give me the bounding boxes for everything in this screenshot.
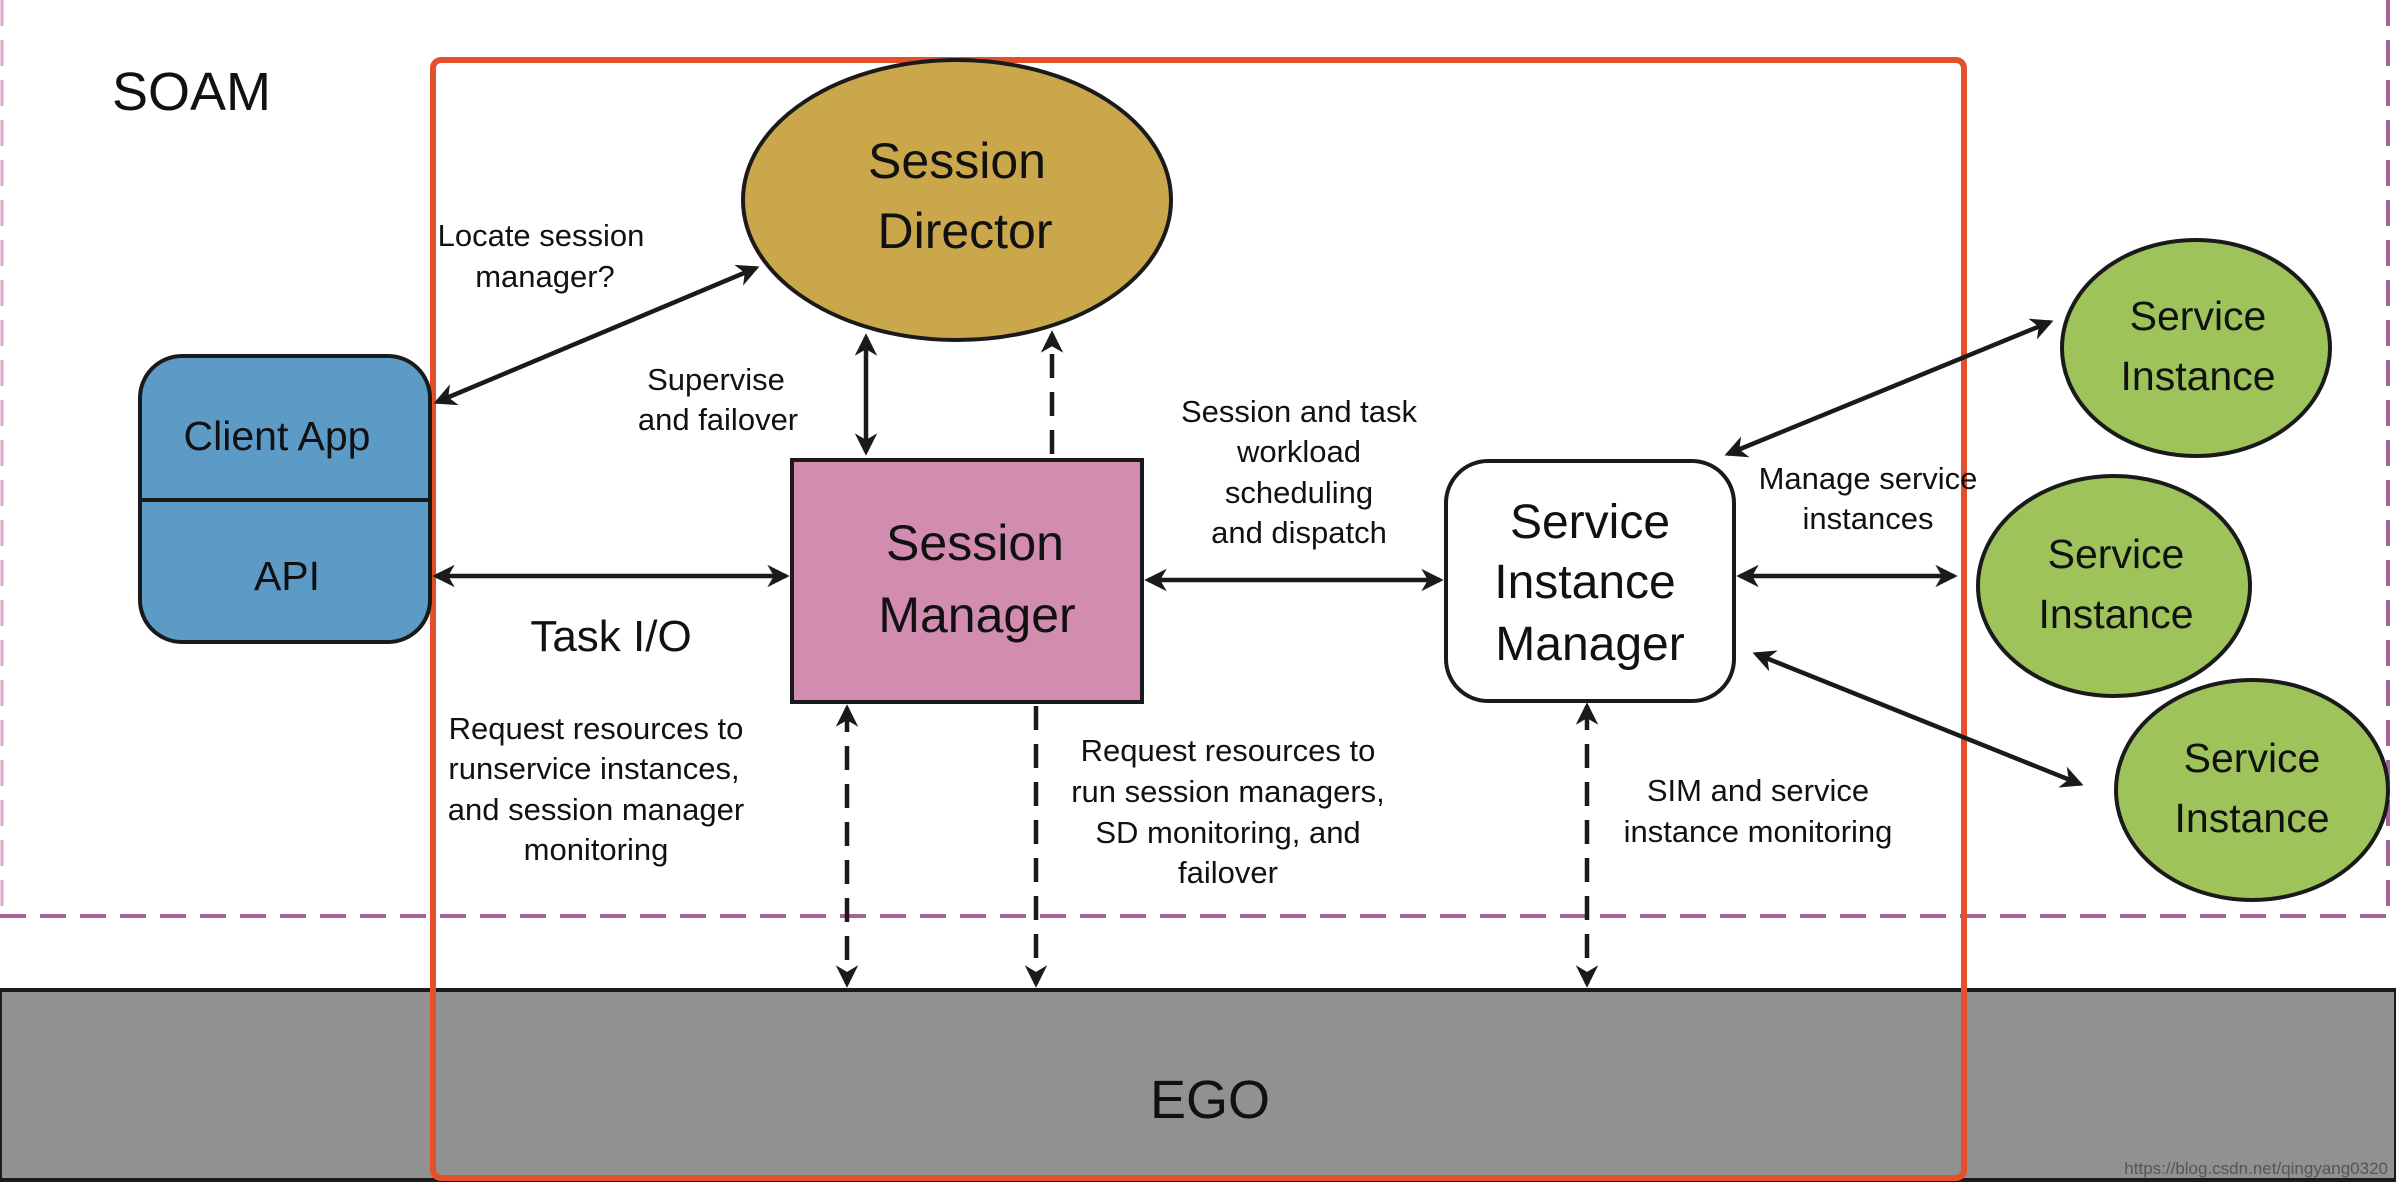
svg-text:Request resources to: Request resources to — [449, 711, 744, 746]
svg-text:Manage service: Manage service — [1759, 461, 1978, 496]
annotation-sim-monitoring: SIM and service instance monitoring — [1624, 773, 1893, 849]
annotation-request-sm: Request resources to run session manager… — [1071, 733, 1385, 890]
service-instance-2-line1: Service — [2048, 531, 2185, 577]
session-manager-line1: Session — [886, 515, 1064, 571]
annotation-task-io: Task I/O — [530, 612, 691, 661]
service-instance-1-line2: Instance — [2121, 353, 2276, 399]
annotation-supervise: Supervise and failover — [638, 362, 798, 437]
session-director-line1: Session — [868, 133, 1046, 189]
svg-text:workload: workload — [1236, 434, 1361, 469]
svg-text:and failover: and failover — [638, 402, 798, 437]
svg-text:runservice instances,: runservice instances, — [448, 751, 739, 786]
api-label: API — [254, 553, 320, 599]
svg-text:and session manager: and session manager — [448, 792, 744, 827]
svg-text:run session managers,: run session managers, — [1071, 774, 1385, 809]
service-instance-3-line1: Service — [2184, 735, 2321, 781]
session-manager-line2: Manager — [878, 587, 1075, 643]
svg-text:and dispatch: and dispatch — [1211, 515, 1387, 550]
svg-text:SD monitoring, and: SD monitoring, and — [1095, 815, 1360, 850]
annotation-scheduling: Session and task workload scheduling and… — [1181, 394, 1418, 550]
arrow-client-director — [433, 264, 760, 406]
svg-text:instance monitoring: instance monitoring — [1624, 814, 1893, 849]
sim-line1: Service — [1510, 496, 1670, 549]
highlight-border — [430, 57, 1967, 1181]
service-instance-2: Service Instance — [1976, 474, 2252, 698]
arrow-sim-instance-1 — [1724, 318, 2054, 458]
annotation-manage: Manage service instances — [1759, 461, 1978, 536]
client-app-label: Client App — [184, 413, 371, 459]
arrow-sim-instance-3 — [1752, 650, 2084, 788]
sim-line2: Instance — [1494, 556, 1675, 609]
service-instance-manager: Service Instance Manager — [1444, 459, 1736, 703]
svg-text:SIM and service: SIM and service — [1647, 773, 1869, 808]
service-instance-1-line1: Service — [2130, 293, 2267, 339]
svg-text:Request resources to: Request resources to — [1081, 733, 1376, 768]
service-instance-1: Service Instance — [2060, 238, 2332, 458]
service-instance-3: Service Instance — [2114, 678, 2390, 902]
client-app-block: Client App API — [138, 354, 432, 644]
svg-text:manager?: manager? — [475, 259, 615, 294]
service-instance-2-line2: Instance — [2039, 591, 2194, 637]
session-manager: Session Manager — [790, 458, 1144, 704]
annotation-locate: Locate session manager? — [438, 218, 645, 294]
ego-bar: EGO — [0, 988, 2396, 1182]
svg-text:monitoring: monitoring — [524, 832, 669, 867]
soam-region: SOAM — [0, 0, 2396, 918]
svg-text:scheduling: scheduling — [1225, 475, 1373, 510]
svg-text:Session and task: Session and task — [1181, 394, 1418, 429]
connectors — [432, 264, 2084, 988]
sim-line3: Manager — [1495, 618, 1684, 671]
svg-text:Supervise: Supervise — [647, 362, 785, 397]
svg-text:failover: failover — [1178, 855, 1278, 890]
svg-text:instances: instances — [1803, 501, 1934, 536]
annotation-request-sim: Request resources to runservice instance… — [448, 711, 744, 867]
session-director: Session Director — [741, 58, 1173, 342]
service-instance-3-line2: Instance — [2175, 795, 2330, 841]
svg-text:Locate session: Locate session — [438, 218, 645, 253]
soam-label: SOAM — [112, 62, 271, 122]
watermark: https://blog.csdn.net/qingyang0320 — [2124, 1159, 2388, 1178]
session-director-line2: Director — [877, 203, 1052, 259]
ego-label: EGO — [1150, 1070, 1270, 1130]
